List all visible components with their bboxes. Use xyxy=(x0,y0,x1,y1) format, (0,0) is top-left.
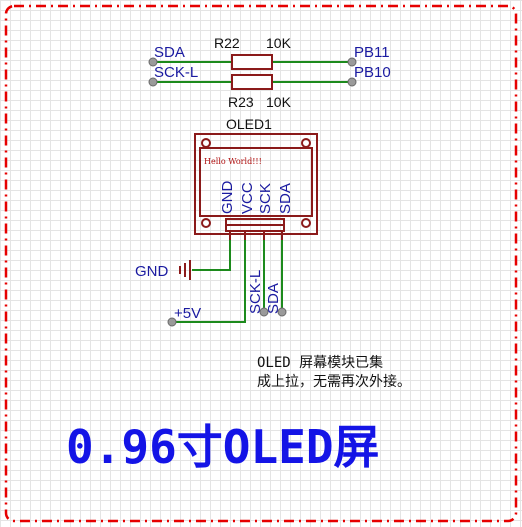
net-label-sda-left: SDA xyxy=(154,44,185,61)
mounting-hole-icon xyxy=(301,218,311,228)
sheet-border xyxy=(4,4,518,523)
r22-ref-label: R22 xyxy=(214,35,240,51)
mounting-hole-icon xyxy=(201,138,211,148)
mounting-hole-icon xyxy=(301,138,311,148)
mounting-hole-icon xyxy=(201,218,211,228)
resistor-r22[interactable] xyxy=(231,54,273,70)
net-label-sckl-bottom: SCK-L xyxy=(247,270,264,314)
note-line-1: OLED 屏幕模块已集 xyxy=(257,354,383,371)
pin-dot xyxy=(148,77,158,87)
oled-screen xyxy=(199,147,313,217)
pin-dot xyxy=(347,57,357,67)
resistor-r23[interactable] xyxy=(231,74,273,90)
net-label-gnd: GND xyxy=(135,263,169,280)
r22-value-label: 10K xyxy=(266,35,292,51)
pin-dot xyxy=(347,77,357,87)
oled-pin-label-vcc: VCC xyxy=(239,182,256,214)
r23-ref-label: R23 xyxy=(228,94,254,110)
net-label-vcc: +5V xyxy=(174,305,201,322)
oled-wiring: GND +5V SCK-L SDA xyxy=(135,231,287,327)
oled-module[interactable]: OLED1 Hello World!!! GND VCC SCK SDA xyxy=(194,116,318,235)
net-label-sda-bottom: SDA xyxy=(265,283,282,314)
ground-icon xyxy=(179,260,191,280)
page-title: 0.96寸OLED屏 xyxy=(66,420,380,474)
resistor-section: R22 10K R23 10K SDA SCK-L PB11 PB10 xyxy=(148,35,391,110)
net-label-pb11: PB11 xyxy=(354,44,390,61)
oled-board xyxy=(194,133,318,235)
oled-pin-label-sck: SCK xyxy=(257,183,274,214)
r23-value-label: 10K xyxy=(266,94,292,110)
oled-screen-text: Hello World!!! xyxy=(204,157,262,166)
oled-pin-label-gnd: GND xyxy=(219,181,236,215)
pin-dot xyxy=(277,307,287,317)
oled-ref-label: OLED1 xyxy=(226,116,272,132)
net-label-sckl-left: SCK-L xyxy=(154,64,198,81)
oled-pin-label-sda: SDA xyxy=(277,183,294,214)
pin-dot xyxy=(167,317,177,327)
net-label-pb10: PB10 xyxy=(354,64,391,81)
pin-dot xyxy=(148,57,158,67)
note-line-2: 成上拉，无需再次外接。 xyxy=(257,373,411,390)
pin-dot xyxy=(259,307,269,317)
